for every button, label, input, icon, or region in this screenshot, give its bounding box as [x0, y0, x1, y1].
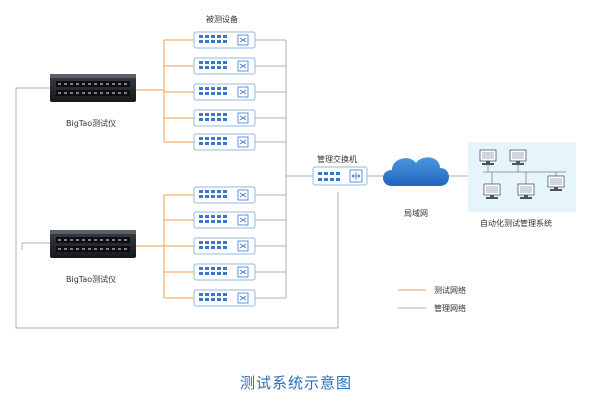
computer-icon — [483, 183, 501, 199]
tester-top-icon — [50, 74, 136, 102]
computer-group — [479, 149, 565, 199]
dut-switch-icon — [193, 133, 256, 151]
dut-switch-icon — [193, 109, 256, 127]
tester-bottom-label: BigTao测试仪 — [66, 275, 117, 284]
computer-icon — [517, 183, 535, 199]
tester-top-label: BigTao测试仪 — [66, 119, 117, 128]
dut-switch-icon — [193, 289, 256, 307]
test-network-lines — [136, 39, 194, 299]
legend-mgmt-label: 管理网络 — [434, 304, 466, 313]
dut-switch-group — [193, 31, 256, 307]
legend-test-label: 测试网络 — [434, 286, 466, 295]
mgmt-switch-label: 管理交换机 — [317, 155, 357, 164]
dut-switch-icon — [193, 31, 256, 49]
dut-switch-icon — [193, 211, 256, 229]
automation-label: 自动化测试管理系统 — [480, 219, 552, 228]
tester-bottom-icon — [50, 230, 136, 258]
diagram-caption: 测试系统示意图 — [239, 374, 352, 392]
dut-header-label: 被测设备 — [206, 15, 238, 24]
dut-switch-icon — [193, 263, 256, 281]
management-network-lines — [15, 39, 468, 329]
dut-switch-icon — [193, 237, 256, 255]
cloud-icon — [383, 157, 449, 186]
management-switch-icon — [312, 166, 368, 186]
computer-icon — [547, 175, 565, 191]
computer-icon — [509, 149, 527, 165]
dut-switch-icon — [193, 57, 256, 75]
wan-label: 局域网 — [404, 209, 428, 218]
computer-icon — [479, 149, 497, 165]
dut-switch-icon — [193, 186, 256, 204]
dut-switch-icon — [193, 83, 256, 101]
